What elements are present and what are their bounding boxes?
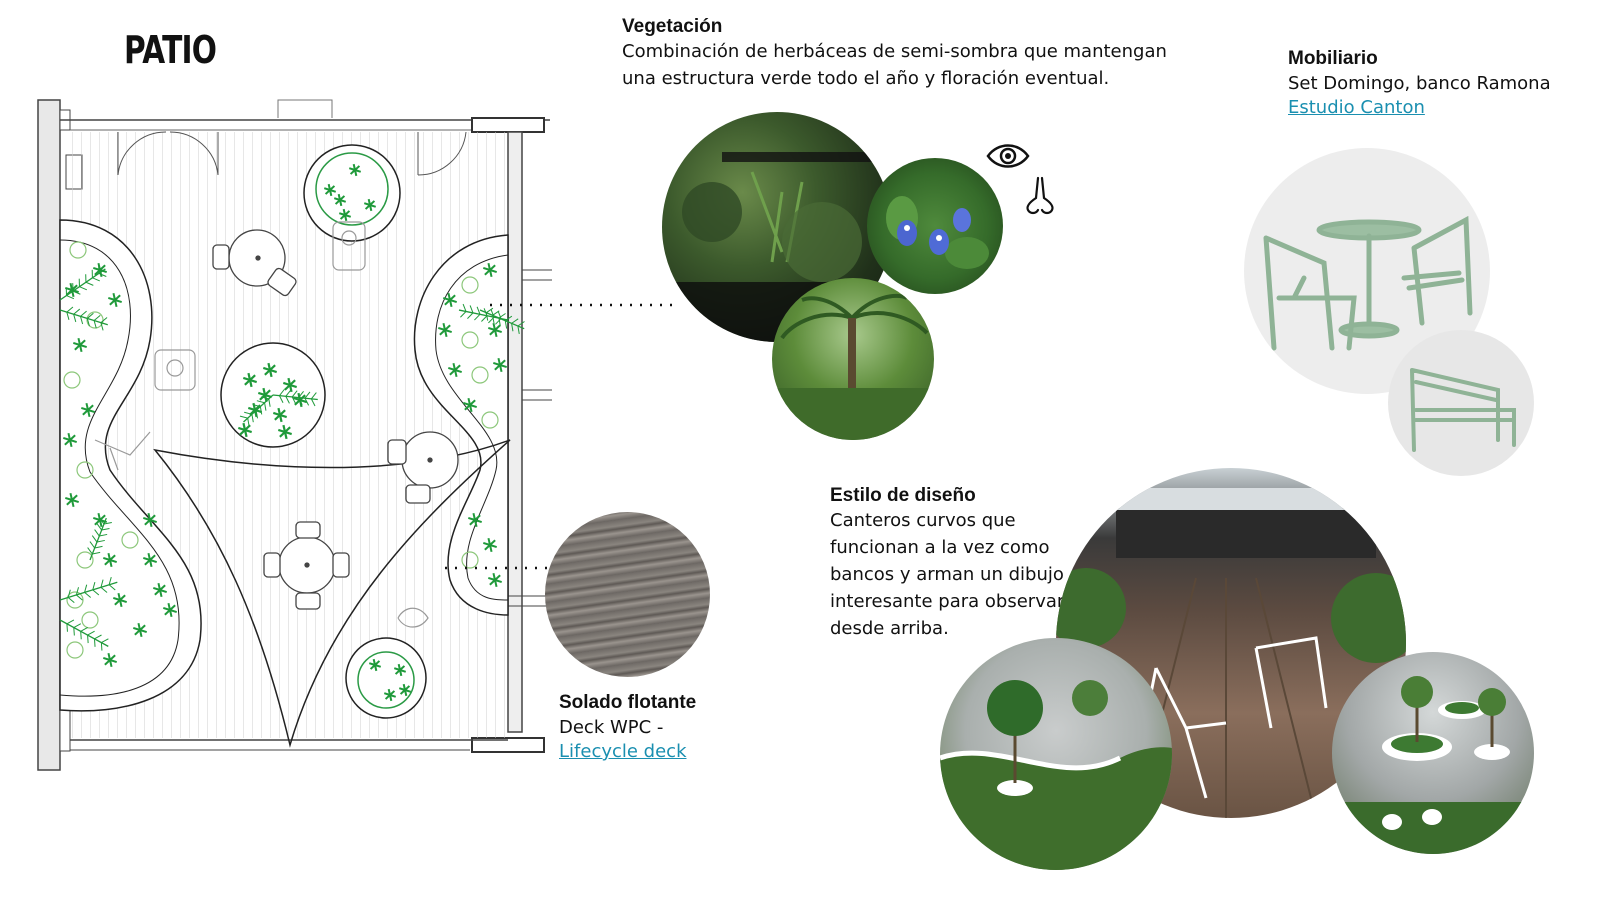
vegetacion-text-2: una estructura verde todo el año y flora… (622, 68, 1110, 89)
photo-bench (1388, 330, 1534, 476)
patio-title: PATIO (124, 28, 217, 72)
estilo-line-3: bancos y arman un dibujo (830, 564, 1064, 585)
plan-plants (59, 163, 525, 702)
estilo-heading: Estilo de diseño (830, 485, 976, 506)
estilo-block: Estilo de diseño Canteros curvos que fun… (830, 485, 1064, 642)
photo-wpc-deck (545, 512, 710, 677)
photo-blue-flowers (867, 158, 1003, 294)
photo-tree-fern (772, 278, 934, 440)
estilo-line-2: funcionan a la vez como (830, 537, 1050, 558)
photo-round-planters (1332, 652, 1534, 854)
estilo-line-5: desde arriba. (830, 618, 949, 639)
nose-icon (1026, 176, 1054, 215)
right-wall (507, 131, 523, 733)
estilo-line-4: interesante para observar (830, 591, 1065, 612)
solado-text: Deck WPC - (559, 717, 664, 738)
solado-block: Solado flotante Deck WPC - Lifecycle dec… (559, 692, 696, 762)
mobiliario-text: Set Domingo, banco Ramona (1288, 73, 1551, 94)
mobiliario-block: Mobiliario Set Domingo, banco Ramona Est… (1288, 48, 1551, 118)
mobiliario-heading: Mobiliario (1288, 48, 1378, 69)
photo-curved-planters (940, 638, 1172, 870)
vegetacion-text-1: Combinación de herbáceas de semi-sombra … (622, 41, 1167, 62)
lifecycle-deck-link[interactable]: Lifecycle deck (559, 741, 687, 762)
eye-icon (986, 144, 1030, 168)
shade-sail (153, 439, 511, 748)
left-wall (37, 99, 61, 771)
right-planter (413, 234, 509, 616)
estudio-canton-link[interactable]: Estudio Canton (1288, 97, 1425, 118)
vegetacion-block: Vegetación Combinación de herbáceas de s… (622, 16, 1167, 92)
plan-furniture (212, 229, 459, 610)
solado-heading: Solado flotante (559, 692, 697, 713)
left-planter (59, 219, 202, 712)
vegetacion-heading: Vegetación (622, 16, 723, 37)
estilo-line-1: Canteros curvos que (830, 510, 1016, 531)
